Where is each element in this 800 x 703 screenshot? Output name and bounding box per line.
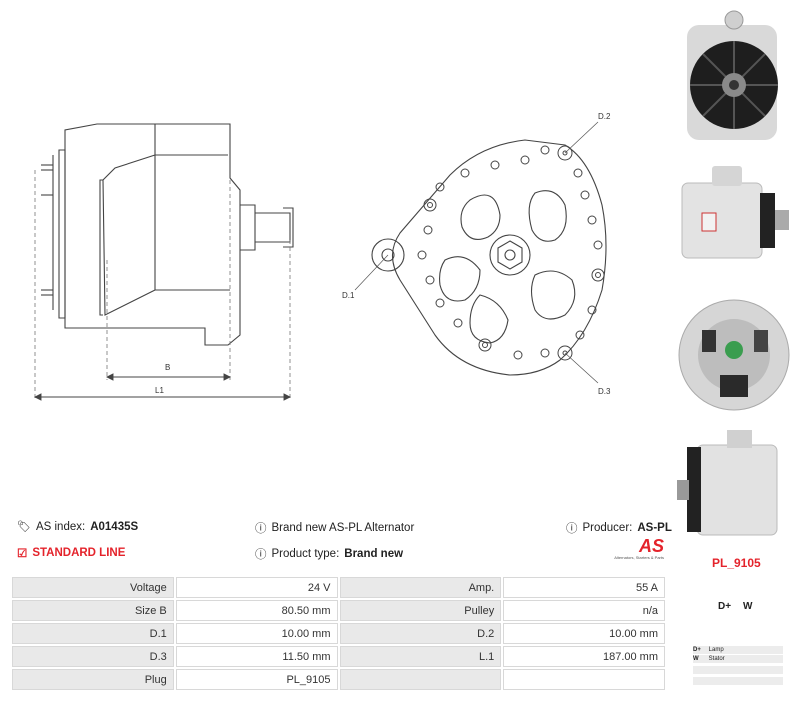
spec-value: PL_9105 bbox=[175, 669, 338, 690]
product-photo-top[interactable] bbox=[672, 425, 797, 545]
plug-pin-w: W bbox=[743, 601, 753, 612]
info-icon: ⓘ bbox=[255, 549, 267, 561]
spec-label: Amp. bbox=[339, 577, 502, 598]
producer: ⓘ Producer: AS-PL bbox=[566, 522, 672, 535]
spec-value: 55 A bbox=[503, 577, 665, 598]
spec-value: 10.00 mm bbox=[175, 623, 338, 644]
plug-code: PL_9105 bbox=[712, 556, 761, 570]
dim-l1-label: L1 bbox=[155, 386, 164, 395]
spec-value: 11.50 mm bbox=[175, 646, 338, 667]
dim-d1-label: D.1 bbox=[342, 291, 355, 300]
standard-line: ☑ STANDARD LINE bbox=[17, 547, 126, 560]
side-view-drawing: B L1 bbox=[15, 110, 305, 410]
front-view-drawing: D.2 D.1 D.3 bbox=[340, 105, 630, 405]
product-photo-rear[interactable] bbox=[672, 285, 797, 425]
product-photo-front[interactable] bbox=[672, 5, 797, 155]
spec-label: Pulley bbox=[339, 600, 502, 621]
info-icon: ⓘ bbox=[255, 523, 267, 535]
tag-icon: 🏷 bbox=[17, 521, 31, 533]
brand-line: ⓘ Brand new AS-PL Alternator bbox=[255, 522, 415, 535]
info-icon: ⓘ bbox=[566, 523, 578, 535]
spec-value: n/a bbox=[503, 600, 665, 621]
product-photo-side[interactable] bbox=[672, 158, 797, 283]
spec-label: D.1 bbox=[12, 623, 174, 644]
spec-value bbox=[503, 669, 665, 690]
product-type: ⓘ Product type: Brand new bbox=[255, 548, 404, 561]
spec-label: L.1 bbox=[339, 646, 502, 667]
spec-label: Size B bbox=[12, 600, 174, 621]
spec-value: 24 V bbox=[175, 577, 338, 598]
as-logo: AS Alternators, Starters & Parts bbox=[614, 536, 664, 560]
plug-legend-row: D+ Lamp bbox=[693, 646, 783, 654]
spec-label: D.3 bbox=[12, 646, 174, 667]
as-index: 🏷 AS index: A01435S bbox=[17, 520, 139, 534]
spec-label bbox=[339, 669, 502, 690]
dim-d3-label: D.3 bbox=[598, 387, 611, 396]
checkbox-icon: ☑ bbox=[17, 548, 28, 560]
dim-d2-label: D.2 bbox=[598, 112, 611, 121]
plug-legend-row: W Stator bbox=[693, 655, 783, 663]
spec-value: 80.50 mm bbox=[175, 600, 338, 621]
plug-pin-dplus: D+ bbox=[718, 601, 732, 612]
spec-label: Plug bbox=[12, 669, 174, 690]
plug-legend-row bbox=[693, 677, 783, 685]
dim-b-label: B bbox=[165, 363, 170, 372]
spec-value: 10.00 mm bbox=[503, 623, 665, 644]
spec-label: Voltage bbox=[12, 577, 174, 598]
spec-value: 187.00 mm bbox=[503, 646, 665, 667]
plug-legend-row bbox=[693, 666, 783, 674]
spec-label: D.2 bbox=[339, 623, 502, 644]
